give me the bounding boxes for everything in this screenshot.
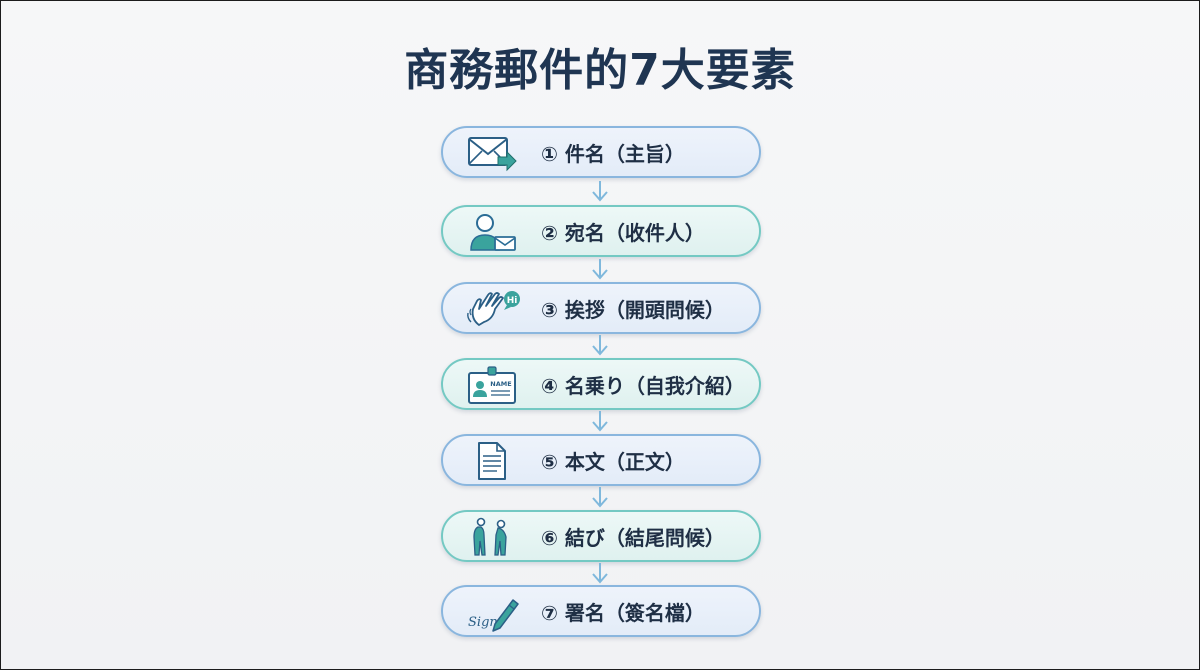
icon-text: NAME xyxy=(490,380,511,388)
down-arrow-icon xyxy=(592,181,608,202)
icon-text: Hi xyxy=(507,296,518,306)
page-title: 商務郵件的7大要素 xyxy=(404,45,796,96)
step-signature: Sign ⑦ 署名（簽名檔） xyxy=(441,585,761,637)
step-self-introduction: NAME ④ 名乗り（自我介紹） xyxy=(441,358,761,410)
step-label: ④ 名乗り（自我介紹） xyxy=(541,373,745,398)
step-label: ⑤ 本文（正文） xyxy=(541,449,685,474)
step-body: ⑤ 本文（正文） xyxy=(441,434,761,486)
step-label: ⑦ 署名（簽名檔） xyxy=(541,600,705,625)
recipient-icon xyxy=(470,214,516,251)
down-arrow-icon xyxy=(592,487,608,508)
down-arrow-icon xyxy=(592,335,608,356)
step-label: ⑥ 結び（結尾問候） xyxy=(541,525,725,550)
down-arrow-icon xyxy=(592,259,608,280)
step-recipient: ② 宛名（收件人） xyxy=(441,205,761,257)
step-greeting: Hi ③ 挨拶（開頭問候） xyxy=(441,282,761,334)
waving-hand-icon: Hi xyxy=(467,291,520,326)
down-arrow-icon xyxy=(592,411,608,432)
step-label: ① 件名（主旨） xyxy=(541,141,685,166)
email-send-icon xyxy=(468,137,517,172)
step-label: ② 宛名（收件人） xyxy=(541,220,705,245)
down-arrow-icon xyxy=(592,563,608,584)
step-subject: ① 件名（主旨） xyxy=(441,126,761,178)
document-icon xyxy=(478,442,506,480)
name-badge-icon: NAME xyxy=(468,366,516,404)
step-closing: ⑥ 結び（結尾問候） xyxy=(441,510,761,562)
bowing-people-icon xyxy=(473,517,507,556)
signature-pen-icon: Sign xyxy=(468,599,519,632)
step-label: ③ 挨拶（開頭問候） xyxy=(541,297,725,322)
icon-text: Sign xyxy=(468,615,498,630)
